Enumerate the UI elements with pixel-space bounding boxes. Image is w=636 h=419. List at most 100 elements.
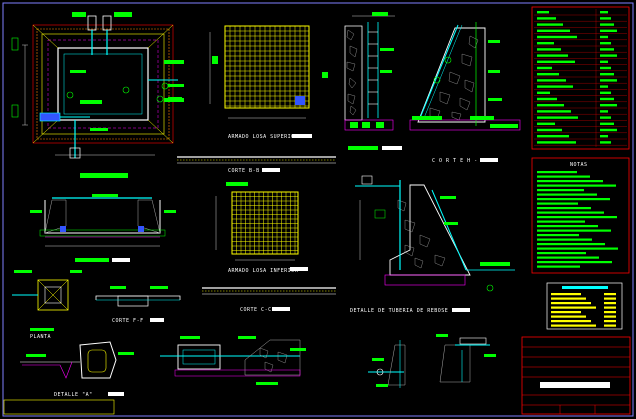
- schedule-row: [551, 302, 591, 305]
- note-line: [537, 238, 592, 241]
- table-entry: [537, 42, 554, 45]
- valve-box-plan: PLANTA: [12, 270, 82, 340]
- note-line: [537, 211, 604, 214]
- schedule-row: [604, 293, 616, 296]
- table-entry: [600, 104, 617, 107]
- table-entry: [537, 135, 569, 138]
- schedule-row: [551, 311, 581, 314]
- section-bb-title: CORTE B-B: [228, 168, 260, 174]
- table-entry: [600, 91, 611, 94]
- section-cc: CORTE C-C: [202, 287, 336, 313]
- valve-detail: [368, 340, 406, 388]
- note-line: [537, 198, 610, 201]
- note-line: [537, 265, 580, 268]
- table-entry: [537, 91, 550, 94]
- schedule-row: [604, 297, 616, 300]
- note-line: [537, 184, 616, 187]
- note-line: [537, 175, 590, 178]
- note-line: [537, 216, 617, 219]
- valve-box-plan-title: PLANTA: [30, 334, 51, 340]
- table-entry: [537, 23, 563, 26]
- schedule-row: [604, 320, 616, 323]
- sheet-bottom-strip: [3, 399, 115, 415]
- table-entry: [600, 85, 608, 88]
- note-line: [537, 256, 599, 259]
- section-f-detail: CORTE F-F: [95, 286, 181, 324]
- table-entry: [537, 128, 562, 132]
- note-line: [537, 189, 584, 192]
- table-entry: [537, 35, 577, 39]
- table-entry: [537, 73, 559, 76]
- schedule-header: [562, 286, 608, 289]
- note-line: [537, 202, 578, 205]
- upper-slab-mesh: ARMADO LOSA SUPERIOR: [156, 25, 328, 140]
- table-entry: [537, 116, 578, 119]
- table-entry: [537, 54, 568, 57]
- detail-a: DETALLE "A": [20, 341, 134, 398]
- schedule-row: [604, 324, 616, 327]
- table-entry: [600, 73, 614, 76]
- tank-plan-view: [11, 12, 184, 178]
- schedule-row: [604, 306, 616, 309]
- table-entry: [537, 60, 575, 63]
- table-entry: [600, 17, 611, 20]
- table-entry: [600, 66, 611, 70]
- lower-slab-mesh: ARMADO LOSA INFERIOR: [215, 182, 308, 274]
- table-entry: [600, 97, 614, 101]
- schedule-row: [551, 297, 586, 300]
- note-line: [537, 261, 612, 264]
- schedule-row: [604, 315, 616, 318]
- table-entry: [600, 128, 617, 132]
- table-entry: [537, 79, 566, 82]
- table-entry: [537, 122, 555, 125]
- table-entry: [600, 11, 608, 14]
- section-aa: [30, 194, 176, 262]
- note-line: [537, 229, 611, 232]
- note-line: [537, 171, 577, 174]
- note-line: [537, 225, 598, 228]
- table-entry: [600, 135, 608, 138]
- overflow-pipe-detail-title: DETALLE DE TUBERIA DE REBOSE: [350, 308, 448, 314]
- notes-panel: NOTAS: [531, 157, 630, 274]
- table-entry: [537, 11, 549, 14]
- table-entry: [600, 110, 608, 113]
- table-entry: [537, 17, 556, 20]
- section-f-title: CORTE F-F: [112, 318, 144, 324]
- overflow-pipe-detail: DETALLE DE TUBERIA DE REBOSE: [350, 175, 515, 314]
- notes-panel-title: NOTAS: [570, 162, 588, 168]
- table-entry: [537, 110, 571, 113]
- schedule-row: [551, 320, 591, 323]
- table-entry: [600, 29, 617, 32]
- legend-table-top: [531, 6, 630, 150]
- section-hh: C O R T E H - H: [409, 22, 521, 164]
- table-entry: [537, 85, 573, 88]
- note-line: [537, 243, 605, 246]
- outlet-detail: [436, 334, 496, 383]
- table-entry: [537, 66, 552, 70]
- note-line: [537, 247, 618, 250]
- lower-slab-mesh-title: ARMADO LOSA INFERIOR: [228, 268, 299, 274]
- detail-a-title: DETALLE "A": [54, 392, 93, 398]
- section-cc-title: CORTE C-C: [240, 307, 272, 313]
- table-entry: [600, 122, 614, 125]
- section-bb: CORTE B-B: [177, 156, 336, 174]
- table-entry: [600, 23, 614, 26]
- table-entry: [600, 79, 617, 82]
- table-entry: [537, 48, 561, 51]
- section-hh-title: C O R T E H - H: [432, 158, 485, 164]
- schedule-row: [604, 302, 616, 305]
- table-entry: [537, 141, 576, 144]
- schedule-row: [551, 293, 581, 296]
- schedule-row: [551, 324, 596, 327]
- table-entry: [600, 116, 611, 119]
- note-line: [537, 207, 591, 210]
- note-line: [537, 252, 586, 255]
- schedule-row: [551, 306, 596, 309]
- schedule-row: [604, 311, 616, 314]
- table-entry: [600, 141, 611, 144]
- table-entry: [537, 104, 564, 107]
- ladder-wall-detail: [344, 12, 402, 150]
- table-entry: [600, 48, 614, 51]
